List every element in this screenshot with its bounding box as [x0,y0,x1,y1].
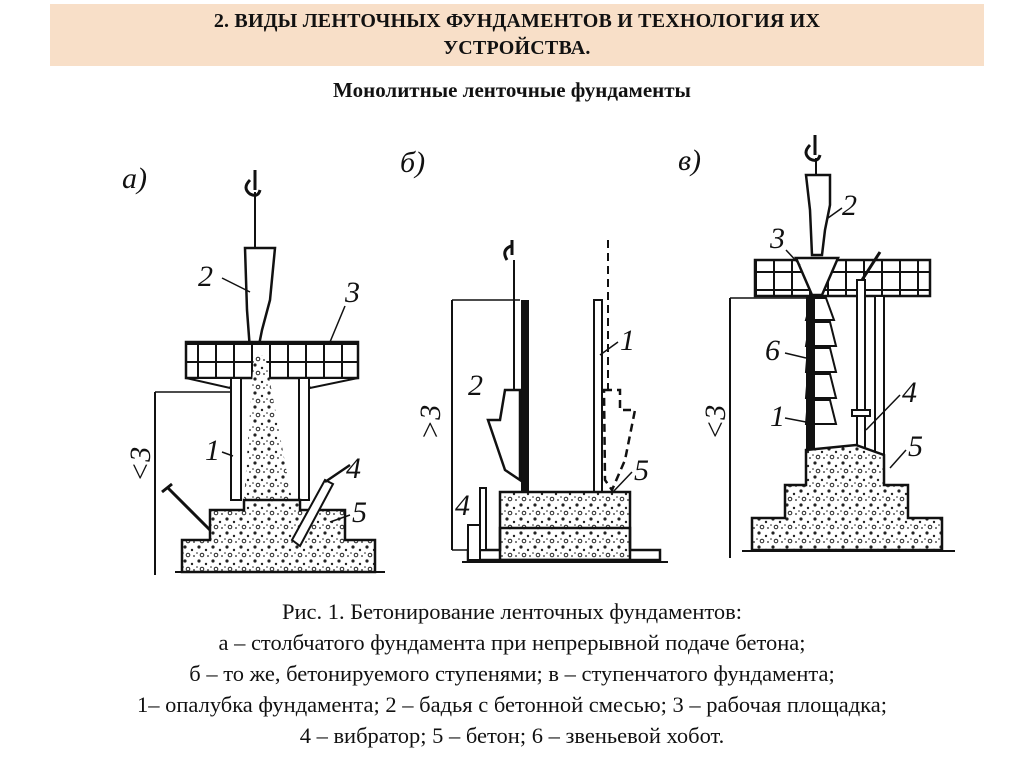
callout-a-2: 2 [198,260,213,293]
caption-line-5: 4 – вибратор; 5 – бетон; 6 – звеньевой х… [299,723,725,748]
callout-c-3: 3 [769,222,785,255]
foundation-drawing: а) <3 2 3 1 4 5 б [122,135,955,575]
callout-a-5: 5 [352,496,367,529]
panel-b-height-mark: >3 [414,405,447,440]
panel-b: б) >3 2 1 5 4 [400,146,668,563]
callout-b-5: 5 [634,454,649,487]
caption-line-2: а – столбчатого фундамента при непрерывн… [218,630,806,655]
callout-b-2: 2 [468,369,483,402]
callout-b-1: 1 [620,324,635,357]
panel-c-label: в) [678,144,701,177]
figure: а) <3 2 3 1 4 5 б [0,110,1024,590]
figure-caption: Рис. 1. Бетонирование ленточных фундамен… [0,596,1024,751]
panel-b-label: б) [400,146,425,179]
callout-a-3: 3 [344,276,360,309]
callout-b-4: 4 [455,489,470,522]
caption-line-3: б – то же, бетонируемого ступенями; в – … [189,661,835,686]
slide-title-line1: 2. ВИДЫ ЛЕНТОЧНЫХ ФУНДАМЕНТОВ И ТЕХНОЛОГ… [213,10,821,32]
callout-c-2: 2 [842,189,857,222]
callout-c-6: 6 [765,334,780,367]
callout-c-1: 1 [770,400,785,433]
panel-c: в) <3 2 3 6 1 4 5 [678,135,955,558]
slide-title: 2. ВИДЫ ЛЕНТОЧНЫХ ФУНДАМЕНТОВ И ТЕХНОЛОГ… [50,8,984,62]
callout-c-5: 5 [908,430,923,463]
callout-a-1: 1 [205,434,220,467]
header-band [50,4,984,66]
callout-c-4: 4 [902,376,917,409]
panel-a-height-mark: <3 [124,447,157,482]
subtitle: Монолитные ленточные фундаменты [333,78,691,102]
panel-a: а) <3 2 3 1 4 5 [122,162,385,575]
caption-line-1: Рис. 1. Бетонирование ленточных фундамен… [281,599,743,624]
panel-a-label: а) [122,162,147,195]
panel-c-height-mark: <3 [699,405,732,440]
caption-line-4: 1– опалубка фундамента; 2 – бадья с бето… [136,692,887,717]
callout-a-4: 4 [346,452,361,485]
slide-title-line2: УСТРОЙСТВА. [443,37,591,59]
